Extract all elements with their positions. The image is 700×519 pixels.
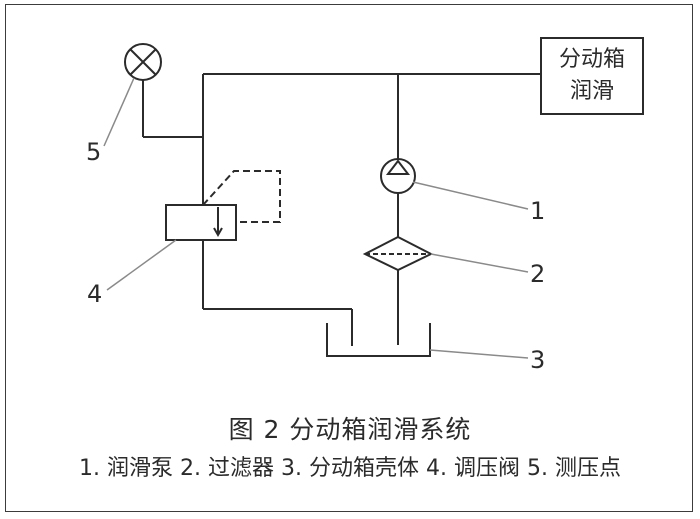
figure-title: 图 2 分动箱润滑系统 (228, 415, 472, 444)
pressure-gauge-icon (124, 43, 162, 81)
housing-sump-icon (326, 323, 431, 357)
callout-5: 5 (86, 138, 102, 166)
pressure-valve-icon (165, 170, 281, 241)
leader-line-5 (103, 77, 135, 147)
pump-icon (380, 158, 416, 194)
filter-icon (362, 235, 434, 272)
callout-1: 1 (530, 197, 546, 225)
leader-line-4 (106, 239, 177, 291)
callout-2: 2 (530, 260, 546, 288)
transfer-case-box (540, 37, 644, 115)
callout-3: 3 (530, 346, 546, 374)
transfer-case-label-line2: 润滑 (569, 79, 614, 104)
transfer-case-label-line1: 分动箱 (558, 47, 625, 72)
figure-frame (5, 4, 693, 512)
figure-legend: 1. 润滑泵 2. 过滤器 3. 分动箱壳体 4. 调压阀 5. 测压点 (79, 456, 621, 481)
leader-line-2 (430, 253, 529, 273)
leader-line-3 (429, 349, 529, 359)
callout-4: 4 (87, 280, 103, 308)
leader-line-1 (412, 181, 529, 210)
